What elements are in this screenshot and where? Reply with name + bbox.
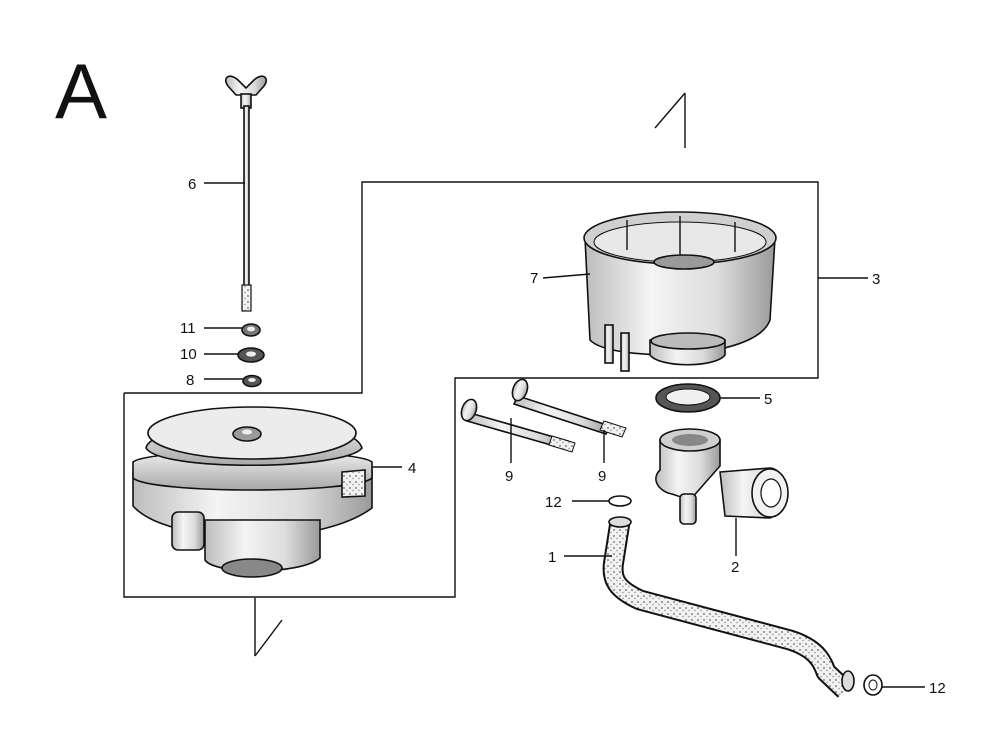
air-cleaner-housing <box>132 406 373 578</box>
leader-lines <box>204 182 925 688</box>
breather-tube <box>602 516 855 698</box>
washer-10 <box>237 347 265 363</box>
clip-12-lower <box>863 674 883 696</box>
label-part-9-left: 9 <box>505 468 513 485</box>
assembly-outline <box>123 181 819 598</box>
gasket <box>655 383 721 413</box>
nut-11 <box>241 323 261 337</box>
label-part-12-upper: 12 <box>545 494 562 511</box>
label-part-10: 10 <box>180 346 197 363</box>
label-part-2: 2 <box>731 559 739 576</box>
label-part-7: 7 <box>530 270 538 287</box>
bolt-9-lower <box>460 398 576 453</box>
label-part-4: 4 <box>408 460 416 477</box>
label-part-5: 5 <box>764 391 772 408</box>
direction-arrow-bottom <box>254 598 283 657</box>
bolt-9-upper <box>511 378 627 438</box>
label-part-9-right: 9 <box>598 468 606 485</box>
label-part-12-lower: 12 <box>929 680 946 697</box>
label-part-8: 8 <box>186 372 194 389</box>
clip-12-upper <box>608 495 632 507</box>
filter-cup <box>583 211 777 372</box>
label-part-1: 1 <box>548 549 556 566</box>
washer-8 <box>242 374 262 388</box>
direction-arrow-top <box>654 92 686 148</box>
part-labels: 6 11 10 8 7 3 5 4 9 9 12 1 2 12 <box>180 176 946 697</box>
label-part-11: 11 <box>180 320 196 337</box>
label-part-6: 6 <box>188 176 196 193</box>
section-letter: A <box>55 47 107 135</box>
label-part-3: 3 <box>872 271 880 288</box>
elbow-joint <box>655 428 789 525</box>
wing-bolt-rod <box>224 75 268 312</box>
